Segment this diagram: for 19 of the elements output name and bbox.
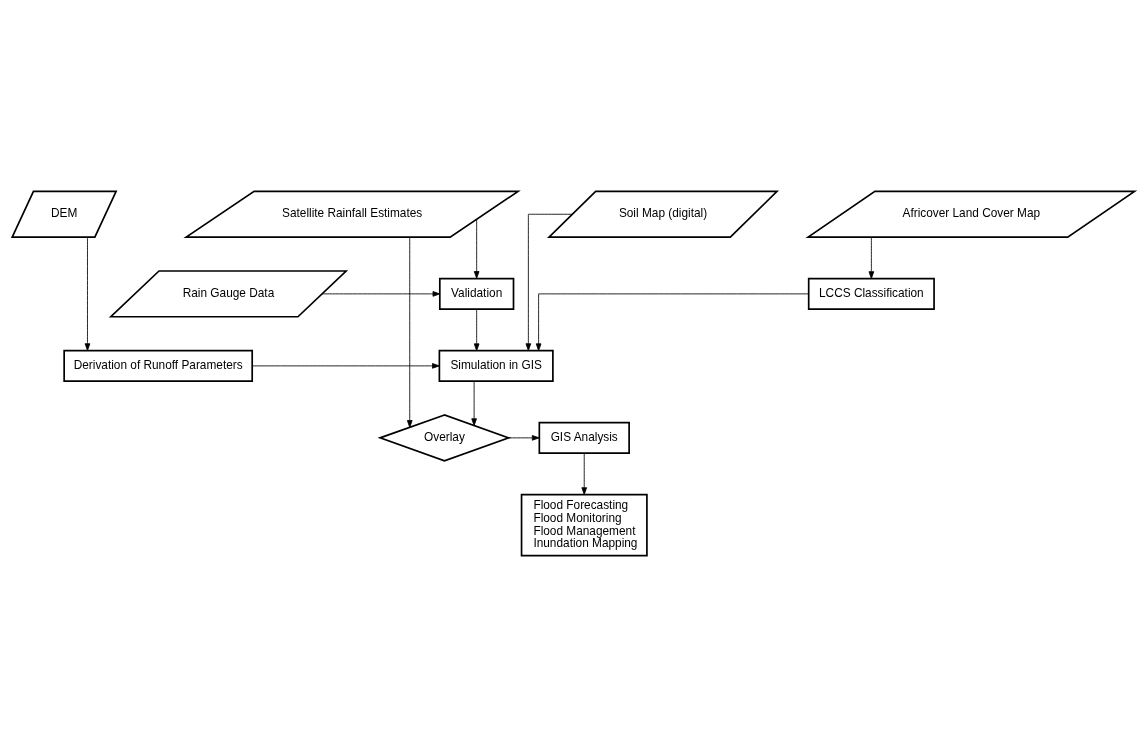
arrow: [868, 236, 875, 279]
arrow: [321, 290, 441, 297]
arrow: [473, 308, 480, 351]
node-box: Derivation of Runoff Parameters: [63, 349, 254, 382]
arrow: [471, 380, 477, 426]
node-box: Simulation in GIS: [438, 349, 554, 382]
arrow: [525, 213, 573, 351]
node-box: LCCS Classification: [807, 277, 935, 310]
arrow: [508, 434, 540, 441]
arrow: [535, 292, 809, 351]
arrow: [473, 218, 480, 279]
arrow: [84, 236, 91, 351]
node-box: GIS Analysis: [538, 421, 630, 454]
arrow: [406, 236, 413, 428]
node-box: Flood Forecasting Flood Monitoring Flood Management Inundation Mapping: [520, 493, 648, 556]
arrow: [581, 452, 588, 495]
node-diamond: Overlay: [377, 413, 512, 462]
arrow: [251, 362, 440, 369]
node-box: Validation: [438, 277, 515, 310]
